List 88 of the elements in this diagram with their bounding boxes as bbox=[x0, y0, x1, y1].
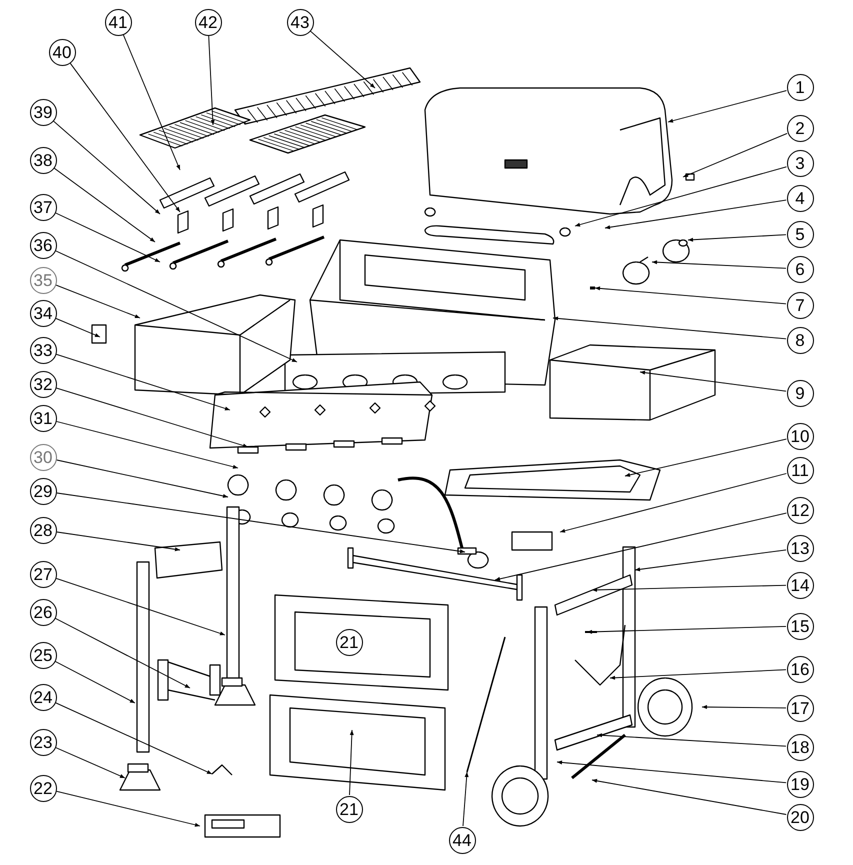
callout-number: 8 bbox=[786, 326, 814, 354]
callout-number: 27 bbox=[30, 560, 56, 588]
callout-number: 11 bbox=[786, 456, 814, 484]
callout-number: 31 bbox=[30, 404, 56, 432]
leader-line bbox=[56, 284, 140, 318]
leader-line bbox=[610, 669, 786, 680]
leader-line bbox=[55, 747, 126, 778]
leader-line bbox=[54, 168, 156, 242]
callout-number: 42 bbox=[194, 8, 222, 36]
leader-line bbox=[682, 132, 788, 178]
callout-number: 34 bbox=[30, 300, 56, 326]
leader-line bbox=[55, 250, 298, 362]
leader-line bbox=[56, 460, 228, 498]
callout-number: 30 bbox=[30, 444, 56, 470]
leader-line bbox=[560, 473, 787, 533]
callout-number: 29 bbox=[30, 478, 56, 504]
leader-line bbox=[640, 370, 787, 392]
leader-line bbox=[56, 578, 226, 636]
leader-line bbox=[574, 166, 787, 227]
leader-line bbox=[668, 90, 787, 123]
leader-line bbox=[652, 260, 786, 269]
callout-number: 15 bbox=[786, 612, 814, 640]
callout-number: 10 bbox=[786, 422, 814, 450]
leader-line bbox=[310, 30, 376, 88]
leader-line bbox=[349, 730, 354, 796]
callout-number: 21 bbox=[336, 796, 362, 822]
callout-number: 24 bbox=[30, 684, 56, 710]
leader-line bbox=[462, 772, 469, 826]
leader-line bbox=[70, 62, 180, 212]
callout-number: 36 bbox=[30, 232, 56, 258]
leader-line bbox=[122, 34, 180, 170]
leader-line bbox=[556, 760, 787, 784]
leader-line bbox=[688, 234, 786, 242]
leader-line bbox=[56, 421, 238, 469]
leader-line bbox=[56, 388, 248, 448]
callout-number: 38 bbox=[30, 146, 56, 174]
leader-line bbox=[594, 286, 786, 304]
leader-line bbox=[55, 212, 160, 262]
leader-line bbox=[634, 549, 787, 572]
callout-number: 12 bbox=[786, 496, 814, 524]
callout-number: 35 bbox=[30, 266, 56, 294]
callout-number: 7 bbox=[786, 292, 814, 318]
leader-line bbox=[552, 316, 787, 340]
callout-number: 14 bbox=[786, 572, 814, 598]
callout-number: 28 bbox=[30, 516, 56, 544]
callout-number: 3 bbox=[786, 150, 814, 176]
callout-number: 22 bbox=[30, 774, 56, 802]
callout-number: 43 bbox=[286, 8, 314, 36]
leader-line bbox=[56, 492, 466, 554]
callout-number: 6 bbox=[786, 256, 814, 282]
callout-number: 18 bbox=[786, 734, 814, 760]
leader-line bbox=[208, 36, 215, 126]
callout-number: 32 bbox=[30, 370, 56, 398]
leader-line bbox=[55, 702, 212, 774]
callout-number: 44 bbox=[448, 826, 476, 854]
callout-number: 1 bbox=[786, 74, 814, 100]
callout-number: 20 bbox=[786, 804, 814, 830]
callout-number: 17 bbox=[786, 694, 814, 722]
leader-line bbox=[54, 661, 136, 704]
leader-line bbox=[494, 512, 787, 581]
leader-line bbox=[596, 733, 786, 747]
leader-line bbox=[586, 626, 786, 634]
callout-number: 25 bbox=[30, 642, 56, 668]
callout-number: 13 bbox=[786, 534, 814, 562]
callout-number: 41 bbox=[104, 8, 132, 36]
leader-line bbox=[604, 200, 787, 230]
leader-line bbox=[56, 354, 230, 410]
leader-line bbox=[592, 778, 787, 815]
leader-line bbox=[702, 705, 786, 710]
leader-line bbox=[53, 120, 160, 214]
callout-number: 40 bbox=[48, 38, 76, 66]
leader-line bbox=[592, 584, 786, 592]
callout-number: 19 bbox=[786, 770, 814, 798]
callout-number: 5 bbox=[786, 220, 814, 248]
callout-number: 37 bbox=[30, 194, 56, 220]
callout-number: 16 bbox=[786, 656, 814, 682]
callout-number: 23 bbox=[30, 728, 56, 756]
leader-line bbox=[54, 618, 190, 688]
leader-line bbox=[624, 438, 787, 477]
leader-line bbox=[56, 532, 180, 552]
callout-number: 26 bbox=[30, 598, 56, 626]
callout-number: 2 bbox=[786, 114, 814, 142]
callout-number: 33 bbox=[30, 336, 56, 364]
callout-number: 4 bbox=[786, 184, 814, 212]
callout-number: 9 bbox=[786, 380, 814, 406]
callout-number: 39 bbox=[30, 98, 56, 126]
leader-line bbox=[56, 790, 200, 827]
leader-line bbox=[55, 318, 100, 338]
